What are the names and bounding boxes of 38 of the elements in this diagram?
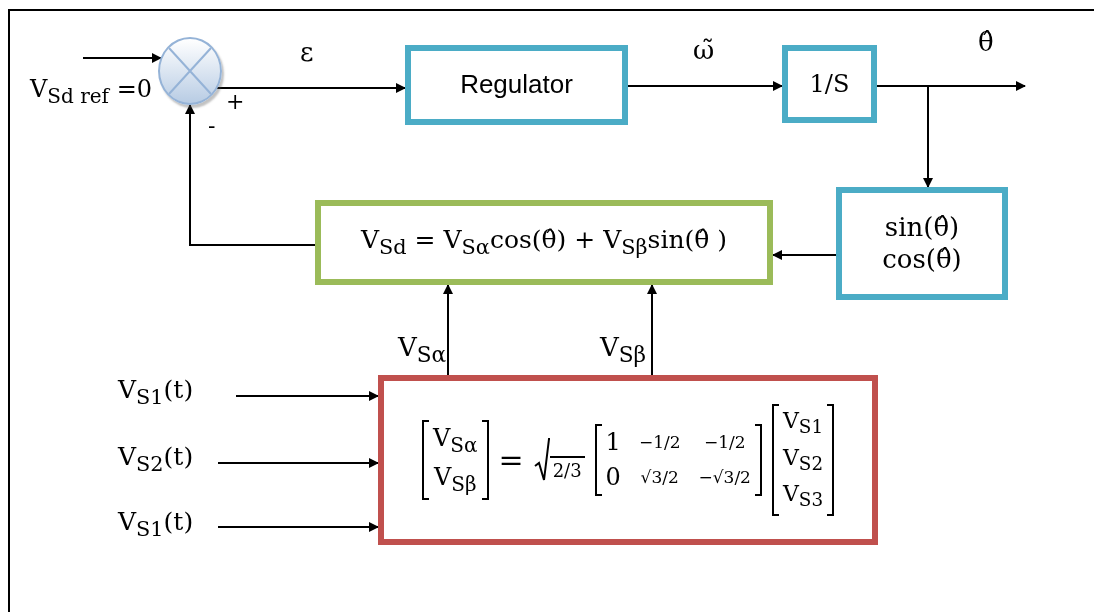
arrow <box>443 284 453 376</box>
block-text: V$_{Sd}$ = V$_{Sα}$cos(θ̂) + V$_{Sβ}$sin(θ̂ ) <box>361 225 727 260</box>
trig-block <box>836 187 1008 300</box>
matrix-entry: −1/2 <box>638 432 681 453</box>
vector-entry: V$_{S3}$ <box>782 481 824 512</box>
vector-entry: V$_{S1}$ <box>782 408 824 439</box>
formula-block <box>315 200 773 285</box>
arrow <box>647 284 657 376</box>
matrix-entry: 1 <box>605 428 621 457</box>
regulator-block <box>405 45 628 125</box>
sign-label: - <box>208 114 216 139</box>
transform-block <box>378 375 878 545</box>
arrow <box>216 83 406 93</box>
sign-label: + <box>226 90 245 115</box>
arrow <box>627 81 783 91</box>
reference-label: V$_{Sd ref}$ =0 <box>30 76 153 107</box>
equals-sign: = <box>498 442 524 478</box>
arrow <box>235 391 379 401</box>
fraction: 2/3 <box>549 456 585 482</box>
arrow <box>217 522 379 532</box>
arrow <box>217 458 379 468</box>
block-text: 1/S <box>809 69 850 99</box>
arrow <box>185 104 316 246</box>
integrator-block <box>782 45 877 123</box>
arrow <box>82 53 162 63</box>
vector-entry: V$_{S2}$ <box>782 444 824 476</box>
arrow <box>772 250 837 260</box>
arrow <box>876 85 933 188</box>
block-text: sin(θ̂) <box>884 212 960 244</box>
matrix-entry: √3/2 <box>640 467 679 488</box>
matrix-entry: −√3/2 <box>698 467 751 488</box>
matrix-entry: −1/2 <box>703 432 746 453</box>
vector-entry: V$_{Sβ}$ <box>433 463 477 496</box>
block-text: cos(θ̂) <box>882 243 962 275</box>
summing-junction <box>158 37 222 105</box>
matrix-entry: 0 <box>605 463 621 492</box>
block-text: Regulator <box>460 69 573 101</box>
vector-entry: V$_{Sα}$ <box>432 424 478 457</box>
